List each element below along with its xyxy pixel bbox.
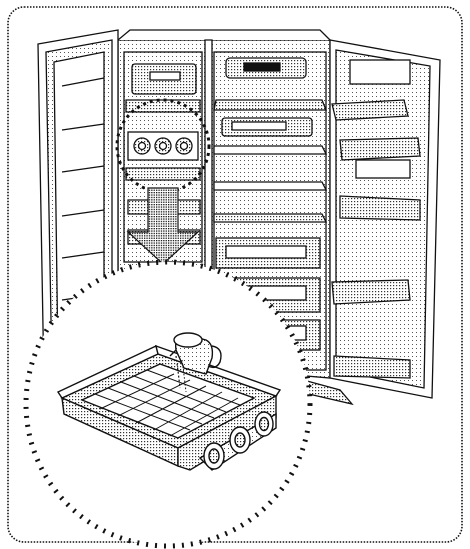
fridge-door [329, 39, 441, 399]
outer-frame [7, 6, 463, 543]
door-bin [333, 355, 411, 379]
door-bin [339, 137, 421, 161]
magnified-callout [23, 259, 313, 549]
door-bin [331, 99, 409, 121]
water-stream-icon [175, 355, 181, 389]
ice-tray-knobs [127, 131, 199, 161]
ice-tray [56, 344, 282, 471]
water-pitcher [169, 332, 222, 375]
door-bin [331, 279, 411, 305]
door-bin [339, 195, 421, 221]
pointer-arrow [126, 187, 200, 265]
